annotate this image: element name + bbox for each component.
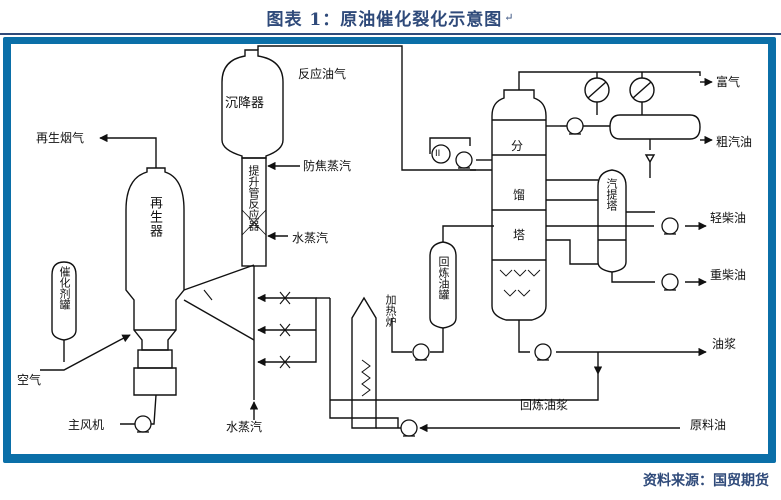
stripper-column <box>597 169 627 273</box>
pump-feed <box>400 419 418 437</box>
catalyst-tank-label: 催化剂罐 <box>58 266 71 310</box>
pump-heavy-diesel <box>661 273 679 291</box>
reflux-drum <box>609 114 701 164</box>
pump-top-left <box>455 151 473 169</box>
riser-label: 提升管反应器 <box>247 165 260 231</box>
fractionator-mid2-label: 塔 <box>513 228 526 242</box>
label-air: 空气 <box>17 373 42 387</box>
condenser-2 <box>629 77 655 103</box>
label-slurry: 油浆 <box>712 337 737 351</box>
label-reaction-oil-gas: 反应油气 <box>298 67 347 81</box>
stripper-label: 汽提塔 <box>605 178 618 211</box>
label-light-diesel: 轻柴油 <box>710 211 747 225</box>
reaction-gas-line <box>257 45 476 171</box>
label-flue-gas: 再生烟气 <box>36 131 85 145</box>
recycle-tank-label: 回炼油罐 <box>437 256 450 300</box>
title-text: 图表 1：原油催化裂化示意图 <box>266 9 503 30</box>
regenerator-label: 再生器 <box>147 196 162 238</box>
label-feed-oil: 原料油 <box>690 418 727 432</box>
catalyst-tank <box>51 261 77 362</box>
spent-catalyst-line <box>183 264 255 291</box>
label-heavy-diesel: 重柴油 <box>710 268 747 282</box>
label-crude-gasoline: 粗汽油 <box>716 135 753 149</box>
fractionator-mid1-label: 馏 <box>513 188 526 202</box>
page-title: 图表 1：原油催化裂化示意图 ↵ <box>0 0 781 34</box>
label-pump-ii: II <box>435 149 441 159</box>
settler-label: 沉降器 <box>225 96 265 111</box>
pump-recycle <box>412 343 430 361</box>
fractionator-column <box>491 89 547 321</box>
title-underline <box>0 33 781 35</box>
riser-reactor <box>241 157 267 400</box>
furnace-label: 加热炉 <box>384 294 397 327</box>
title-mark: ↵ <box>504 10 515 24</box>
label-anti-coking-steam: 防焦蒸汽 <box>303 159 352 173</box>
pump-reflux <box>566 117 584 135</box>
heating-furnace <box>351 296 377 429</box>
air-line <box>40 334 131 371</box>
pump-light-diesel <box>661 217 679 235</box>
label-recycle-slurry: 回炼油浆 <box>520 398 569 412</box>
recycle-oil-tank <box>429 241 457 329</box>
pump-main-blower <box>134 415 152 433</box>
label-steam-bottom: 水蒸汽 <box>226 420 263 434</box>
label-main-blower: 主风机 <box>68 418 105 432</box>
label-steam-mid: 水蒸汽 <box>292 231 329 245</box>
settler-vessel <box>221 49 284 159</box>
pump-circle-ii <box>431 144 451 164</box>
flue-gas-line <box>99 133 157 168</box>
regenerator-vessel <box>125 167 185 396</box>
pump-slurry <box>534 343 552 361</box>
regen-catalyst-line <box>183 299 255 341</box>
label-rich-gas: 富气 <box>716 75 741 89</box>
fractionator-top-label: 分 <box>511 139 524 153</box>
condenser-1 <box>584 77 610 103</box>
source-note: 资料来源：国贸期货 <box>643 473 769 489</box>
